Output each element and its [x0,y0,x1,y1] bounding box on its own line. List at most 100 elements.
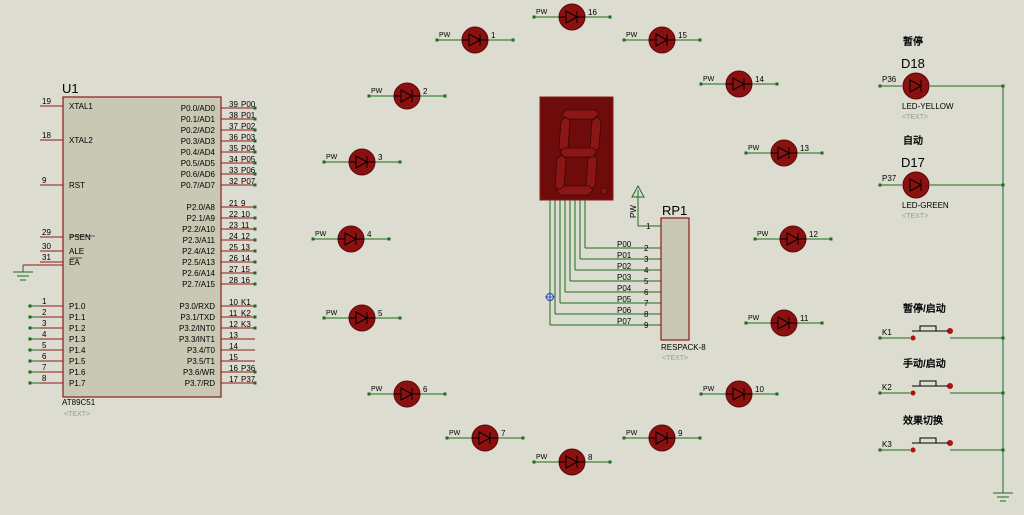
pin-terminal [28,304,32,308]
pin-name: P2.2/A10 [182,225,215,234]
seven-segment-display[interactable]: 8 [0,0,661,326]
mcu-u1[interactable]: U1 AT89C51 <TEXT> 19XTAL118XTAL29RST29PS… [13,81,257,418]
led-terminal [322,160,326,164]
led-number: 10 [755,385,764,394]
crosshair-probe-icon[interactable] [545,292,555,302]
led-number: 2 [423,87,428,96]
mcu-pin-p16[interactable]: 7P1.6 [28,363,87,377]
rp1-body[interactable] [660,217,690,341]
led-terminal [698,38,702,42]
led-body[interactable] [902,72,930,100]
rp1-pin-6[interactable]: P04 6 [617,284,649,297]
mcu-pin-p15[interactable]: 6P1.5 [28,352,87,366]
pin-number: 16 [229,364,238,373]
led-terminal [744,321,748,325]
mcu-pin-p11[interactable]: 2P1.1 [28,308,87,322]
pin-name: P0.4/AD4 [181,148,216,157]
led-pw-label: PW [371,386,383,393]
pin-number: 9 [644,321,649,330]
pin-terminal [253,150,257,154]
mcu-pin-p10[interactable]: 1P1.0 [28,297,87,311]
led-body[interactable] [902,171,930,199]
mcu-pin-p17[interactable]: 8P1.7 [28,374,87,388]
mcu-body[interactable] [62,96,222,398]
pin-number: 2 [42,308,47,317]
button-cap-icon[interactable] [919,380,937,387]
button-cap-icon[interactable] [919,437,937,444]
mcu-pin-p12[interactable]: 3P1.2 [28,319,87,333]
pin-number: 26 [229,254,238,263]
button-ref: K1 [882,328,892,337]
mcu-pin-p13[interactable]: 4P1.3 [28,330,87,344]
net-label: P04 [617,284,632,293]
mcu-pin-p14[interactable]: 5P1.4 [28,341,87,355]
pin-number: 6 [644,288,649,297]
button-contact [947,328,953,334]
pin-name: P3.1/TXD [180,313,215,322]
button-cap-icon[interactable] [919,325,937,332]
led-pw-label: PW [757,231,769,238]
led-pw-label: PW [748,315,760,322]
